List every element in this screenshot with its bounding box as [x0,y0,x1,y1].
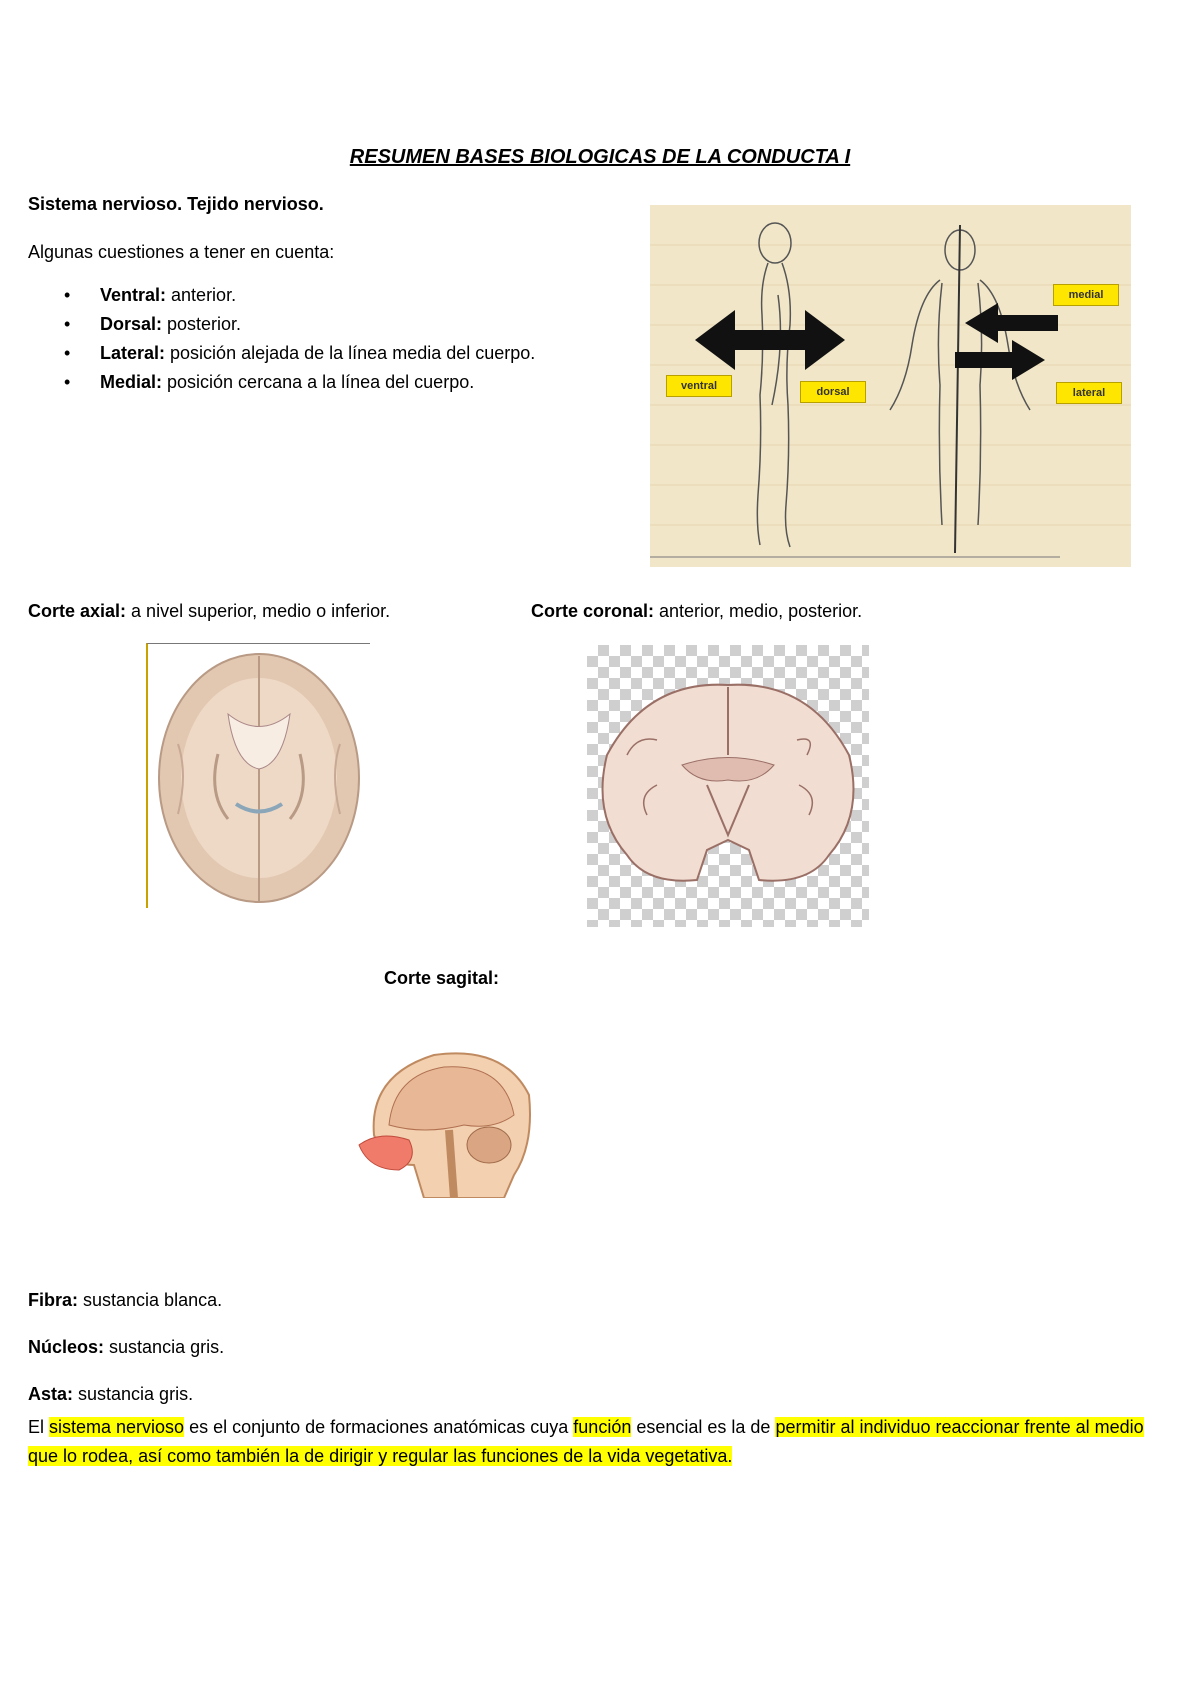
axial-brain-illustration [158,653,360,903]
coronal-brain-image [587,645,869,927]
bullet: • [64,343,71,363]
def-text: sustancia gris. [104,1337,225,1357]
medial-arrow-icon [965,303,1058,343]
coronal-cut-label: Corte coronal: [531,601,655,621]
label-lateral: lateral [1056,382,1122,404]
def-term: Asta: [28,1384,74,1404]
list-item: Lateral: posición alejada de la línea me… [100,343,535,364]
bullet: • [64,314,71,334]
term-def: posición alejada de la línea media del c… [165,343,536,363]
axial-cut-desc: a nivel superior, medio o inferior. [126,601,391,621]
highlight-sistema-nervioso: sistema nervioso [49,1417,185,1437]
coronal-brain-illustration [601,683,855,882]
sagittal-brain-image [354,1045,534,1198]
axial-cut-label: Corte axial: [28,601,127,621]
nervous-system-paragraph: El sistema nervioso es el conjunto de fo… [28,1413,1168,1471]
def-text: sustancia gris. [73,1384,194,1404]
list-item: Ventral: anterior. [100,285,236,306]
ventral-dorsal-arrow-icon [695,310,845,370]
body-orientation-figure: ventral dorsal medial lateral [650,205,1131,567]
list-item: Dorsal: posterior. [100,314,241,335]
term-def: posición cercana a la línea del cuerpo. [162,372,475,392]
para-text: es el conjunto de formaciones anatómicas… [184,1417,574,1437]
bullet: • [64,372,71,392]
definition-fibra: Fibra: sustancia blanca. [28,1289,222,1311]
highlight-funcion: función [573,1417,632,1437]
body-orientation-illustration [650,222,1131,558]
list-item: Medial: posición cercana a la línea del … [100,372,474,393]
document-title: RESUMEN BASES BIOLOGICAS DE LA CONDUCTA … [349,146,851,168]
side-body-outline [756,222,792,548]
intro-text: Algunas cuestiones a tener en cuenta: [28,242,335,262]
definition-asta: Asta: sustancia gris. [28,1383,193,1405]
term-def: anterior. [166,285,237,305]
def-text: sustancia blanca. [78,1290,223,1310]
para-text: El [28,1417,50,1437]
sagittal-cut-label: Corte sagital: [384,968,500,988]
midline [954,224,961,554]
definition-nucleos: Núcleos: sustancia gris. [28,1336,224,1358]
term-def: posterior. [162,314,242,334]
term-label: Dorsal: [100,314,163,334]
para-text: esencial es la de [631,1417,776,1437]
label-ventral: ventral [666,375,732,397]
bullet: • [64,285,71,305]
label-dorsal: dorsal [800,381,866,403]
lateral-arrow-icon [955,340,1045,380]
term-label: Lateral: [100,343,166,363]
label-medial: medial [1053,284,1119,306]
axial-brain-image [146,643,370,908]
coronal-cut-desc: anterior, medio, posterior. [654,601,863,621]
term-label: Medial: [100,372,163,392]
def-term: Núcleos: [28,1337,105,1357]
sagittal-brain-illustration [358,1052,531,1198]
section-heading: Sistema nervioso. Tejido nervioso. [28,194,324,214]
axial-cut-caption: Corte axial: a nivel superior, medio o i… [28,600,390,622]
coronal-cut-caption: Corte coronal: anterior, medio, posterio… [531,600,862,622]
term-label: Ventral: [100,285,167,305]
def-term: Fibra: [28,1290,79,1310]
